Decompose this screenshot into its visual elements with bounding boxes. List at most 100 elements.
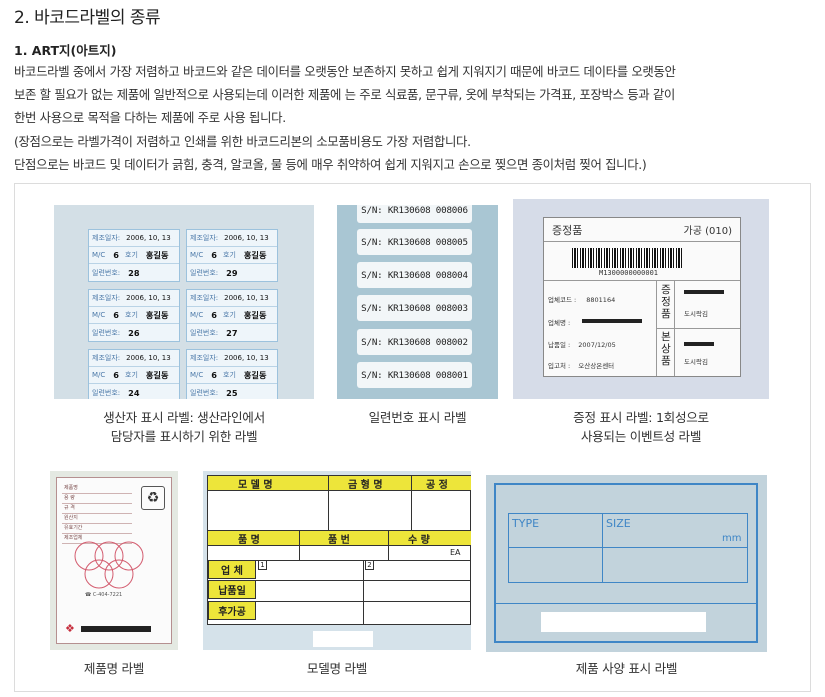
date-row: 제조일자:2006, 10, 13: [89, 350, 179, 367]
redaction: [684, 342, 714, 346]
gift-item: 도시락김: [684, 310, 708, 318]
barcode-number: M1300000000001: [599, 269, 659, 277]
header-row: 품 명 품 번 수 량: [208, 530, 471, 546]
spec-label: TYPE SIZE mm: [494, 483, 758, 643]
serial-strip: S/N: KR130608 008006: [357, 205, 472, 223]
date-row: 제조일자:2006, 10, 13: [187, 290, 277, 307]
serial-row: 일련번호:28: [92, 267, 140, 278]
gift-label: 증정품 가공 (010) M1300000000001 업체코드 : 88011…: [543, 217, 741, 377]
row-label: 규 격: [62, 504, 132, 514]
divider: [363, 560, 364, 624]
product-vertical-text: 본상품: [661, 331, 671, 367]
divider: [208, 560, 471, 561]
divider: [656, 328, 740, 329]
caption-line: 사용되는 이벤트성 라벨: [580, 429, 702, 444]
delivery-label: 납품일: [208, 580, 256, 599]
type-label: TYPE: [512, 517, 540, 530]
serial-strip: S/N: KR130608 008003: [357, 295, 472, 321]
company-label: 업 체: [208, 560, 256, 579]
gift-vertical-text: 증정품: [661, 284, 671, 320]
paragraph-line: 보존 할 필요가 없는 제품에 일반적으로 사용되는데 이러한 제품에 는 주로…: [14, 87, 675, 103]
serial-row: 일련번호:27: [190, 327, 238, 338]
ea-unit: EA: [450, 548, 461, 557]
date-row: 제조일자:2006, 10, 13: [187, 350, 277, 367]
logo-icon: ❖: [65, 622, 75, 635]
gift-header: 증정품 가공 (010): [544, 218, 740, 242]
row-label: 유효기간: [62, 524, 132, 534]
product-name-label-image: 제품명 용 량 규 격 원산지 유효기간 제조업체 ♻ ☎ C-404-7221…: [50, 471, 178, 650]
recycle-icon: ♻: [141, 486, 165, 510]
gift-code: 가공 (010): [683, 226, 732, 237]
spec-label-image: TYPE SIZE mm: [486, 475, 767, 652]
gift-label-caption: 증정 표시 라벨: 1회성으로 사용되는 이벤트성 라벨: [513, 408, 769, 446]
row-label: 제품명: [62, 484, 132, 494]
product-name-rows: 제품명 용 량 규 격 원산지 유효기간 제조업체: [62, 484, 132, 544]
divider: [602, 513, 603, 583]
serial-row: 일련번호:29: [190, 267, 238, 278]
body-text: 바코드라벨 중에서 가장 저렴하고 바코드와 같은 데이터를 오랫동안 보존하지…: [14, 60, 814, 176]
biz-name: 업체명 :: [548, 319, 571, 327]
mm-unit: mm: [722, 533, 742, 544]
header-cell: 품 번: [328, 534, 350, 546]
serial-row: 일련번호:26: [92, 327, 140, 338]
spec-table: [508, 513, 748, 583]
pattern-icon: [74, 541, 144, 589]
serial-label-caption: 일련번호 표시 라벨: [368, 410, 467, 425]
serial-strip: S/N: KR130608 008005: [357, 229, 472, 255]
redaction: [684, 290, 724, 294]
caption-line: 생산자 표시 라벨: 생산라인에서: [103, 410, 265, 425]
divider: [299, 530, 300, 560]
header-cell: 공 정: [426, 479, 448, 491]
serial-row: 일련번호:24: [92, 387, 140, 398]
divider: [496, 603, 756, 604]
row-label: 용 량: [62, 494, 132, 504]
serial-label-image: S/N: KR130608 008006 S/N: KR130608 00800…: [337, 205, 498, 399]
date-row: 제조일자:2006, 10, 13: [89, 290, 179, 307]
header-row: 모 델 명 금 형 명 공 정: [208, 475, 471, 491]
caption-line: 증정 표시 라벨: 1회성으로: [573, 410, 709, 425]
paragraph-line: (장점으로는 라벨가격이 저렴하고 인쇄를 위한 바코드리본의 소모품비용도 가…: [14, 133, 471, 149]
caption-line: 담당자를 표시하기 위한 라벨: [110, 429, 258, 444]
serial-strip: S/N: KR130608 008002: [357, 329, 472, 355]
divider: [328, 476, 329, 532]
divider: [508, 547, 748, 548]
redaction-white: [313, 631, 373, 647]
redaction: [81, 626, 151, 632]
gift-label-image: 증정품 가공 (010) M1300000000001 업체코드 : 88011…: [513, 199, 769, 399]
serial-row: 일련번호:25: [190, 387, 238, 398]
paragraph-line: 바코드라벨 중에서 가장 저렴하고 바코드와 같은 데이터를 오랫동안 보존하지…: [14, 64, 676, 79]
phone-text: ☎ C-404-7221: [85, 592, 123, 598]
divider: [411, 476, 412, 532]
redaction-white: [541, 612, 706, 632]
date-row: 제조일자:2006, 10, 13: [187, 230, 277, 247]
product-name-label: 제품명 용 량 규 격 원산지 유효기간 제조업체 ♻ ☎ C-404-7221…: [56, 477, 172, 644]
sub-title: 1. ART지(아트지): [14, 43, 117, 58]
model-label-image: 모 델 명 금 형 명 공 정 품 명 품 번 수 량 EA 업 체 납품일 후…: [203, 471, 471, 650]
box-number: 1: [258, 560, 267, 570]
model-label-caption: 모델명 라벨: [306, 661, 368, 676]
serial-strip: S/N: KR130608 008004: [357, 262, 472, 288]
warehouse: 입고처 : 오산상온센터: [548, 362, 615, 370]
producer-label-caption: 생산자 표시 라벨: 생산라인에서 담당자를 표시하기 위한 라벨: [54, 408, 314, 446]
spec-label-caption: 제품 사양 표시 라벨: [575, 661, 678, 676]
process-label: 후가공: [208, 601, 256, 620]
header-cell: 모 델 명: [238, 479, 273, 491]
box-number: 2: [365, 560, 374, 570]
barcode: [572, 248, 682, 268]
header-cell: 품 명: [238, 534, 260, 546]
section-title: 2. 바코드라벨의 종류: [14, 8, 161, 28]
header-cell: 금 형 명: [348, 479, 383, 491]
paragraph-line: 한번 사용으로 목적을 다하는 제품에 주로 사용 됩니다.: [14, 110, 286, 126]
row-label: 제조업체: [62, 534, 132, 544]
